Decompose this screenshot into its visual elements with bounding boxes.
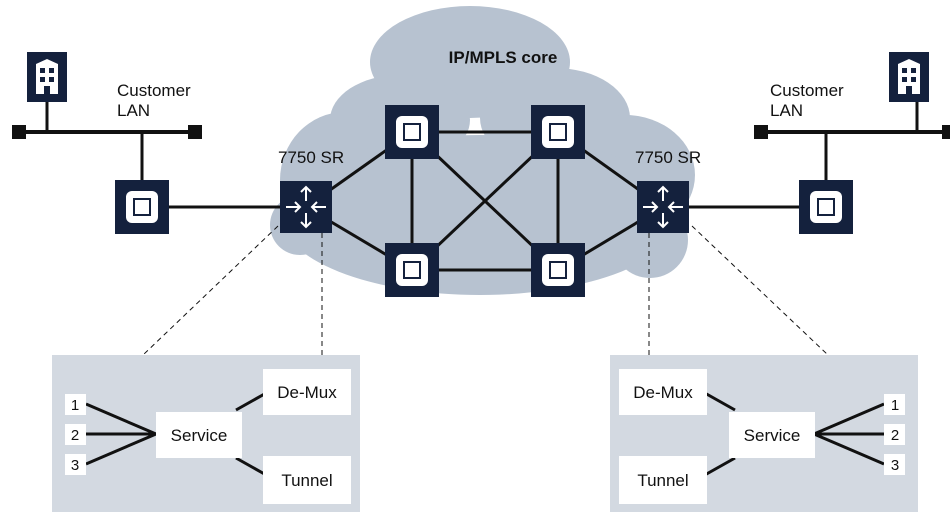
- port-box: [65, 394, 86, 415]
- lan-bus-left: [12, 100, 202, 139]
- router-7750sr-right: [637, 181, 689, 233]
- customer-lan-label-right-line1: Customer: [770, 81, 844, 100]
- building-icon: [27, 52, 67, 102]
- demux-label: De-Mux: [633, 383, 693, 402]
- port-box: [884, 394, 905, 415]
- ce-node-right: [799, 180, 853, 234]
- port-label-2: 2: [891, 427, 899, 444]
- router-arrows-icon: [643, 185, 683, 229]
- core-node-top-right: [531, 105, 585, 159]
- port-label-3: 3: [891, 457, 899, 474]
- core-node-bottom-left: [385, 243, 439, 297]
- port-box: [884, 454, 905, 475]
- detail-panel-right: [610, 355, 918, 512]
- tunnel-box: [263, 456, 351, 504]
- core-label: IP/MPLS core: [449, 48, 558, 67]
- ce-node-left: [115, 180, 169, 234]
- bus-terminator-left-a: [12, 125, 26, 139]
- service-label: Service: [171, 426, 228, 445]
- port-label-2: 2: [71, 427, 79, 444]
- tunnel-label: Tunnel: [637, 471, 688, 490]
- building-icon: [889, 52, 929, 102]
- port-label-1: 1: [891, 397, 899, 414]
- demux-label: De-Mux: [277, 383, 337, 402]
- customer-lan-label-right-line2: LAN: [770, 101, 803, 120]
- demux-box: [619, 369, 707, 415]
- router-label-left: 7750 SR: [278, 148, 344, 167]
- demux-box: [263, 369, 351, 415]
- customer-lan-label-left-line2: LAN: [117, 101, 150, 120]
- customer-lan-label-left-line1: Customer: [117, 81, 191, 100]
- core-node-bottom-right: [531, 243, 585, 297]
- tunnel-box: [619, 456, 707, 504]
- port-box: [65, 454, 86, 475]
- port-box: [884, 424, 905, 445]
- port-label-1: 1: [71, 397, 79, 414]
- callout-lines: [142, 225, 829, 356]
- service-label: Service: [744, 426, 801, 445]
- service-box: [156, 412, 242, 458]
- router-label-right: 7750 SR: [635, 148, 701, 167]
- detail-panel-left: [52, 355, 360, 512]
- service-box: [729, 412, 815, 458]
- lan-bus-right: [754, 100, 950, 139]
- tunnel-label: Tunnel: [281, 471, 332, 490]
- bus-terminator-left-b: [188, 125, 202, 139]
- bus-terminator-right-b: [942, 125, 950, 139]
- port-box: [65, 424, 86, 445]
- port-label-3: 3: [71, 457, 79, 474]
- router-7750sr-left: [280, 181, 332, 233]
- bus-terminator-right-a: [754, 125, 768, 139]
- router-arrows-icon: [286, 185, 326, 229]
- core-node-top-left: [385, 105, 439, 159]
